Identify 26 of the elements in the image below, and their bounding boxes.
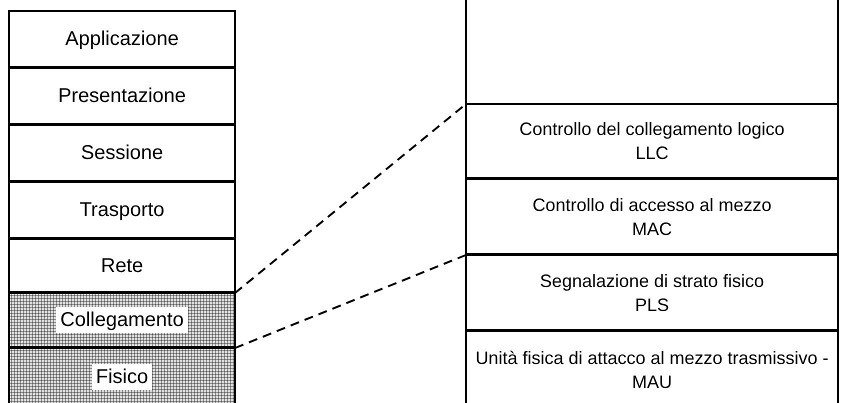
layer-label: Presentazione — [57, 84, 187, 109]
layer-label: Segnalazione di strato fisico — [538, 270, 766, 292]
layer-label: Applicazione — [64, 27, 180, 52]
dashed-connector-line — [234, 254, 466, 349]
layer-label: Trasporto — [78, 198, 166, 223]
shaded-layer-box — [8, 292, 236, 348]
layer-box — [8, 181, 236, 239]
layer-box — [8, 67, 236, 125]
layer-box — [465, 103, 839, 179]
layer-label: MAC — [631, 218, 673, 240]
layer-label: Collegamento — [56, 307, 188, 333]
layer-box — [8, 124, 236, 182]
layer-label: Unità fisica di attacco al mezzo trasmissivo - MAU — [474, 347, 830, 394]
layer-box — [465, 330, 839, 403]
shaded-layer-box — [8, 347, 236, 403]
layer-label: Controllo del collegamento logico — [518, 118, 786, 141]
layer-label: PLS — [634, 294, 670, 316]
layer-box — [465, 254, 839, 331]
layer-label: Controllo di accesso al mezzo — [531, 194, 773, 216]
layer-box — [8, 10, 236, 68]
layer-box — [465, 178, 839, 255]
layer-label: LLC — [634, 142, 670, 165]
layer-box — [8, 238, 236, 293]
layer-label: Rete — [100, 254, 144, 278]
layer-label: Fisico — [92, 364, 152, 390]
layer-label: Sessione — [80, 141, 164, 166]
